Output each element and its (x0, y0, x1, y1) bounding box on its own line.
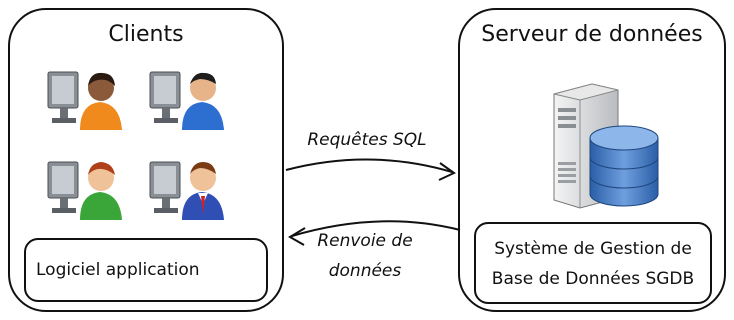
application-software-box: Logiciel application (24, 238, 268, 302)
database-server-icon (553, 83, 659, 209)
server-title: Serveur de données (481, 22, 703, 47)
data-return-label: Renvoie de données (300, 226, 430, 286)
sql-requests-label: Requêtes SQL (307, 130, 427, 150)
client-user-icon (47, 161, 122, 220)
dbms-label-line1: Système de Gestion de (494, 239, 692, 259)
response-arrowhead (288, 227, 306, 246)
client-user-icon (149, 71, 224, 130)
client-user-icon (149, 161, 224, 220)
clients-title: Clients (108, 22, 184, 47)
data-return-line2: données (328, 261, 402, 281)
dbms-box: Système de Gestion de Base de Données SG… (474, 222, 712, 304)
dbms-label: Système de Gestion de Base de Données SG… (476, 234, 710, 294)
dbms-label-line2: Base de Données SGDB (491, 269, 695, 289)
clients-panel: Clients (8, 8, 284, 312)
request-arrow (285, 158, 453, 173)
request-arrowhead (438, 162, 456, 181)
response-arrow (291, 220, 461, 237)
application-software-label: Logiciel application (36, 260, 200, 280)
server-panel: Serveur de données (458, 8, 726, 312)
data-return-line1: Renvoie de (317, 231, 413, 251)
client-user-icon (47, 71, 122, 130)
